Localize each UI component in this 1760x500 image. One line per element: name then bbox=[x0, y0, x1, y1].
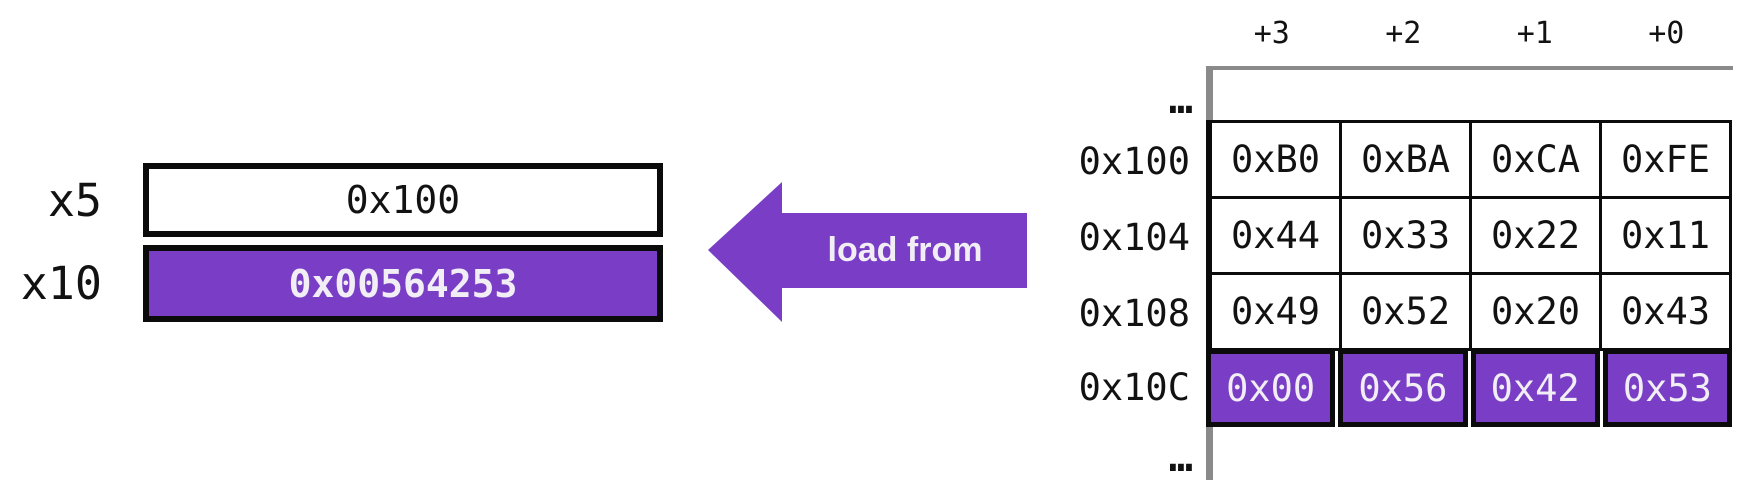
memory-byte-cell: 0x49 bbox=[1212, 275, 1342, 351]
memory-byte-cell: 0x33 bbox=[1342, 199, 1472, 275]
register-label-x10: x10 bbox=[20, 257, 102, 310]
register-x5-value-box: 0x100 bbox=[143, 163, 663, 237]
memory-ellipsis-top: … bbox=[1168, 77, 1193, 123]
memory-byte-cell: 0x52 bbox=[1342, 275, 1472, 351]
memory-column-header: +1 bbox=[1516, 15, 1553, 51]
memory-byte-cell-highlighted: 0x53 bbox=[1602, 349, 1732, 427]
memory-byte-cell: 0xBA bbox=[1342, 123, 1472, 199]
register-x5-value: 0x100 bbox=[345, 178, 461, 222]
memory-byte-cell-highlighted: 0x00 bbox=[1206, 349, 1336, 427]
memory-ellipsis-bottom: … bbox=[1168, 435, 1193, 481]
memory-row-address: 0x108 bbox=[1078, 291, 1190, 335]
memory-column-header: +3 bbox=[1253, 15, 1290, 51]
memory-row: 0xB0 0xBA 0xCA 0xFE bbox=[1212, 123, 1732, 199]
memory-byte-cell: 0xCA bbox=[1472, 123, 1602, 199]
memory-byte-cell: 0xB0 bbox=[1212, 123, 1342, 199]
load-arrow-icon bbox=[708, 182, 1027, 322]
memory-row: 0x44 0x33 0x22 0x11 bbox=[1212, 199, 1732, 275]
memory-table: 0xB0 0xBA 0xCA 0xFE 0x44 0x33 0x22 0x11 … bbox=[1206, 120, 1732, 351]
memory-byte-cell: 0xFE bbox=[1602, 123, 1732, 199]
memory-row: 0x49 0x52 0x20 0x43 bbox=[1212, 275, 1732, 351]
memory-column-headers: +3 +2 +1 +0 bbox=[1206, 12, 1732, 54]
memory-column-header: +2 bbox=[1385, 15, 1422, 51]
memory-row-address: 0x10C bbox=[1078, 365, 1190, 409]
memory-byte-cell: 0x20 bbox=[1472, 275, 1602, 351]
memory-row-highlighted: 0x00 0x56 0x42 0x53 bbox=[1206, 349, 1732, 427]
memory-byte-cell-highlighted: 0x56 bbox=[1338, 349, 1468, 427]
memory-byte-cell: 0x43 bbox=[1602, 275, 1732, 351]
load-arrow-label: load from bbox=[827, 231, 983, 269]
memory-byte-cell: 0x11 bbox=[1602, 199, 1732, 275]
register-label-x5: x5 bbox=[47, 173, 102, 227]
memory-byte-cell: 0x44 bbox=[1212, 199, 1342, 275]
memory-byte-cell-highlighted: 0x42 bbox=[1470, 349, 1600, 427]
memory-row-address: 0x100 bbox=[1078, 139, 1190, 183]
memory-byte-cell: 0x22 bbox=[1472, 199, 1602, 275]
register-x10-value-box: 0x00564253 bbox=[143, 245, 663, 322]
register-x10-value: 0x00564253 bbox=[288, 261, 518, 306]
memory-row-address: 0x104 bbox=[1078, 215, 1190, 259]
memory-column-header: +0 bbox=[1648, 15, 1685, 51]
memory-top-line bbox=[1206, 66, 1733, 70]
